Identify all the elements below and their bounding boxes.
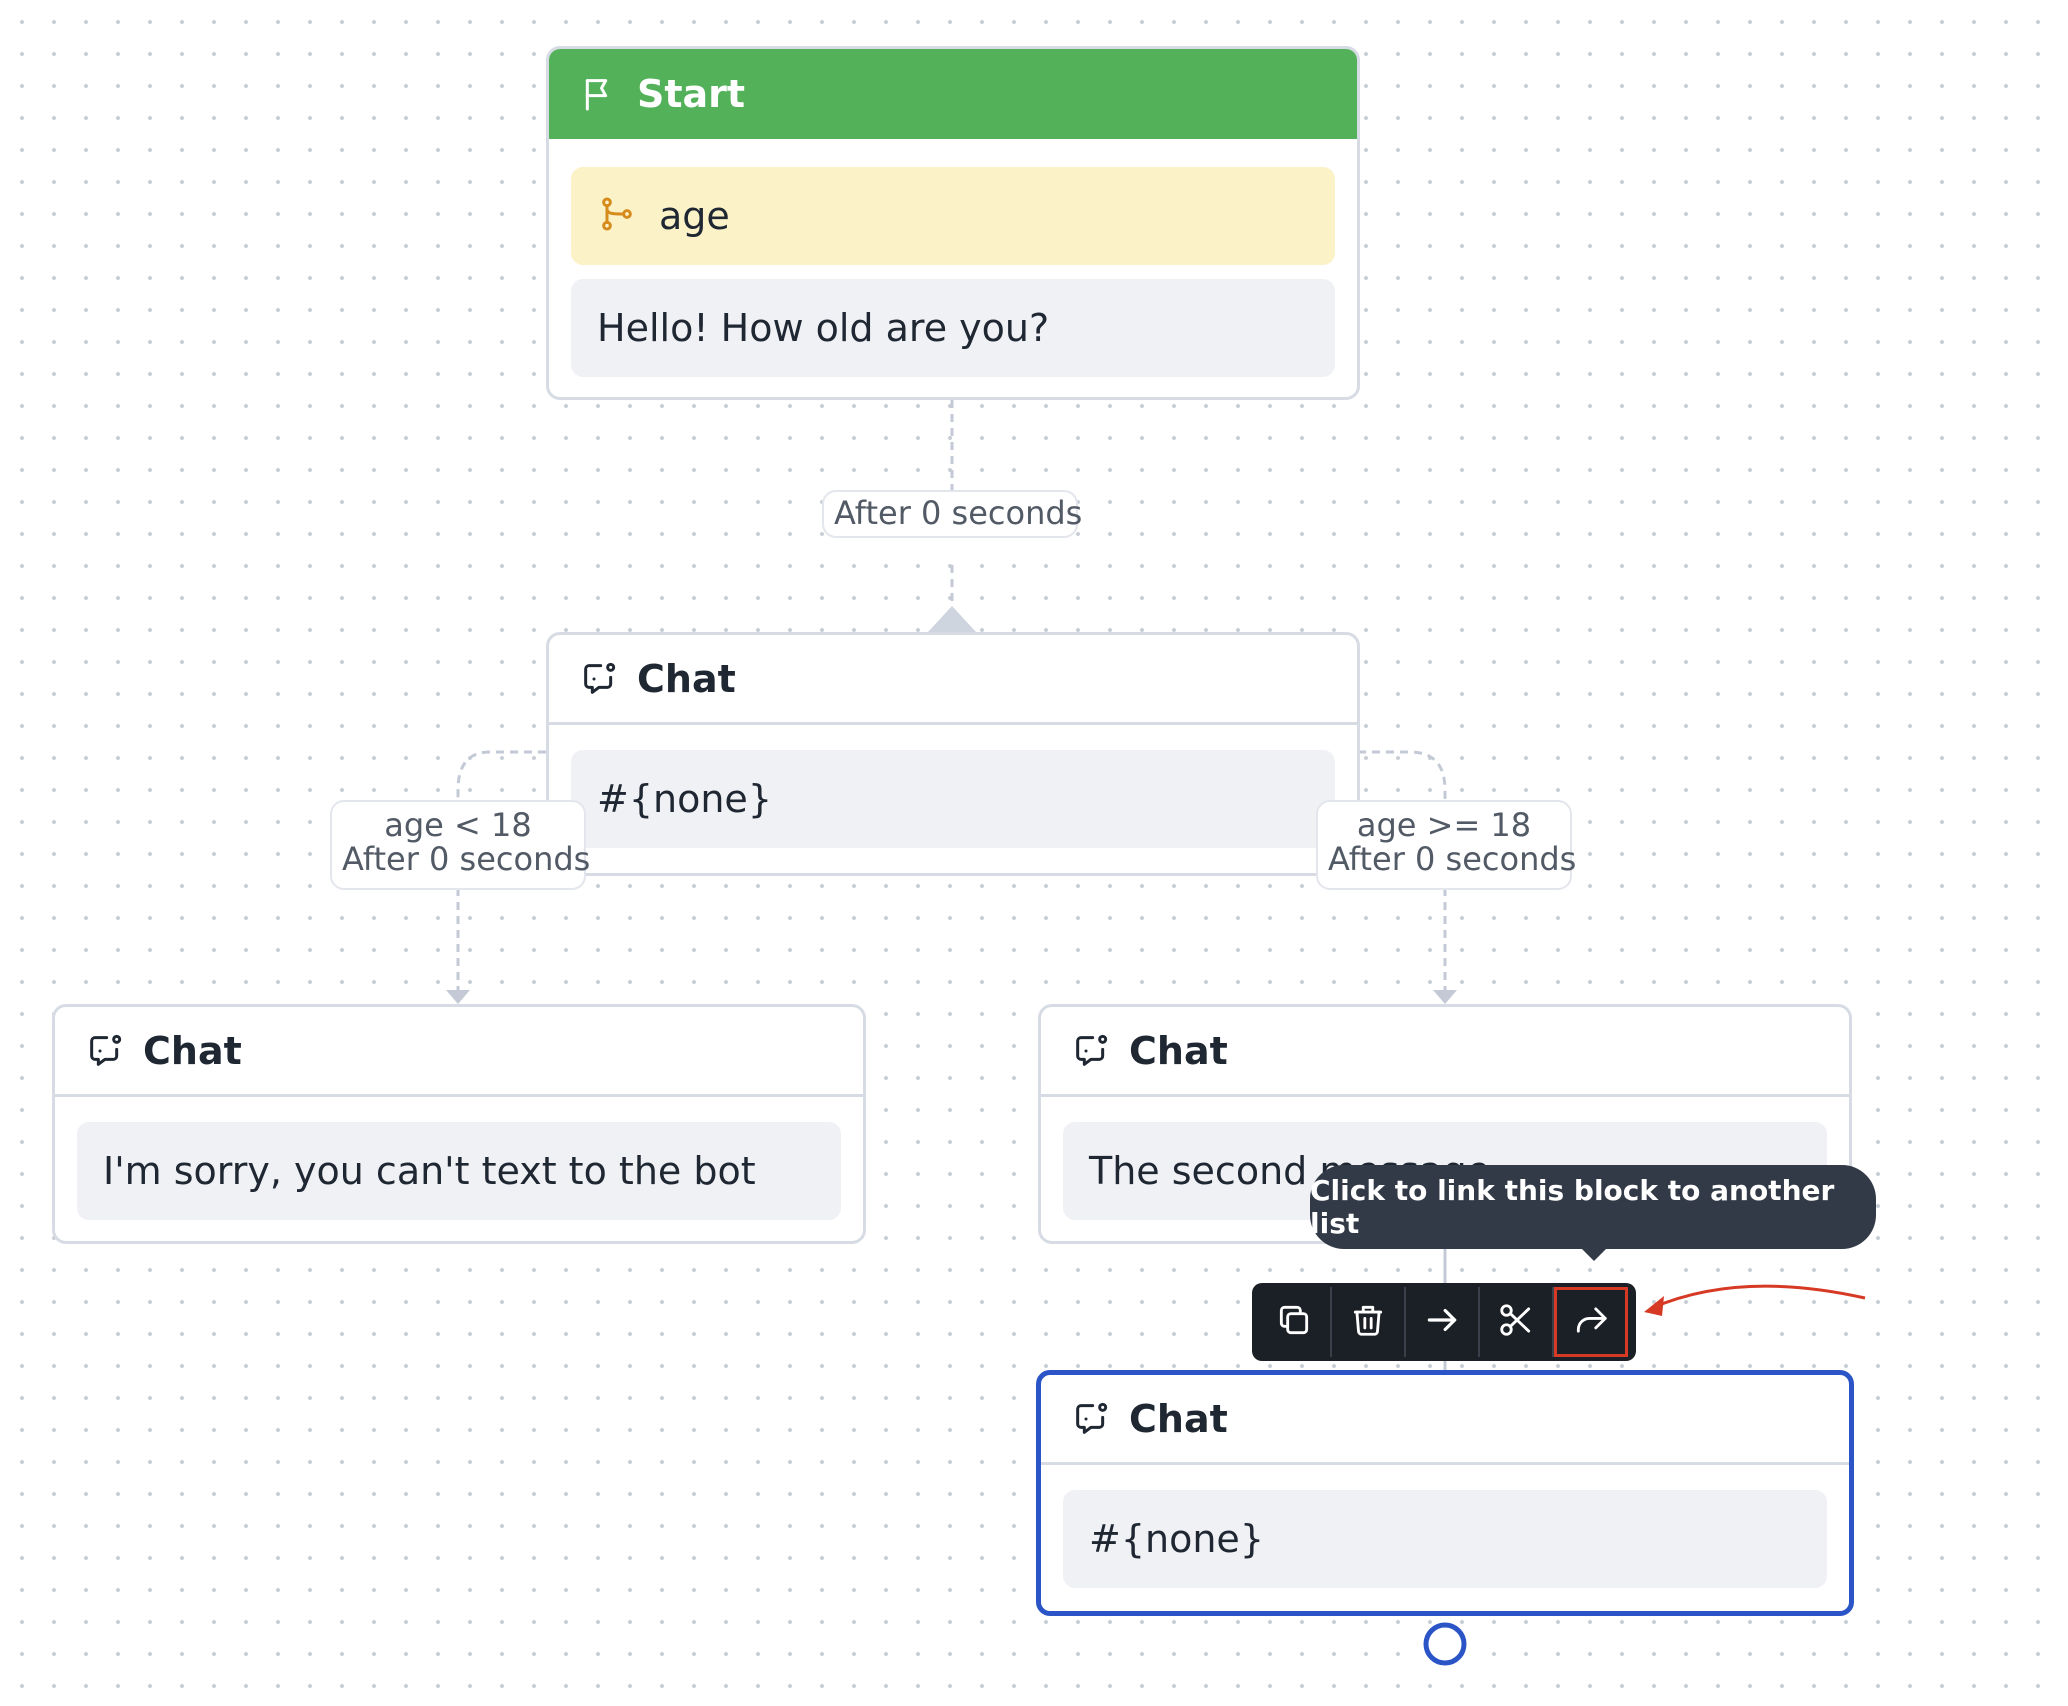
copy-icon (1275, 1301, 1313, 1343)
chat-bubble-icon (1069, 1029, 1113, 1073)
scissors-icon (1497, 1301, 1535, 1343)
chat-bubble-icon (83, 1029, 127, 1073)
chat-block-selected[interactable]: Chat #{none} (1036, 1370, 1854, 1616)
message-text: Hello! How old are you? (597, 306, 1050, 350)
start-block-title: Start (637, 72, 746, 116)
message-item[interactable]: #{none} (571, 750, 1335, 848)
link-tooltip: Click to link this block to another list (1310, 1165, 1876, 1249)
trash-icon (1349, 1301, 1387, 1343)
link-to-list-button[interactable] (1554, 1287, 1628, 1357)
tooltip-tail (1580, 1247, 1608, 1261)
chat-block-title: Chat (1129, 1396, 1228, 1441)
start-block-header: Start (549, 49, 1357, 139)
chat-block-title: Chat (143, 1028, 242, 1073)
flag-icon (577, 72, 621, 116)
message-item[interactable]: I'm sorry, you can't text to the bot (77, 1122, 841, 1220)
cut-button[interactable] (1480, 1287, 1554, 1357)
condition-item[interactable]: age (571, 167, 1335, 265)
move-button[interactable] (1406, 1287, 1480, 1357)
edge-condition-text: age < 18 (384, 806, 532, 844)
edge-delay-text: After 0 seconds (342, 840, 591, 878)
chat-block-center[interactable]: Chat #{none} (546, 632, 1360, 876)
chat-bubble-icon (1069, 1397, 1113, 1441)
arrowhead-left (446, 990, 470, 1004)
branch-icon (597, 194, 641, 238)
chat-block-header: Chat (549, 635, 1357, 725)
block-toolbar (1252, 1283, 1636, 1361)
arrowhead-right (1433, 990, 1457, 1004)
edge-label-delay[interactable]: After 0 seconds (822, 490, 1082, 538)
start-block[interactable]: Start age Hello! How old are you? (546, 46, 1360, 400)
message-text: #{none} (1089, 1517, 1264, 1561)
edge-label-right[interactable]: age >= 18 After 0 seconds (1316, 800, 1577, 890)
arrow-right-icon (1423, 1301, 1461, 1343)
chat-block-title: Chat (1129, 1028, 1228, 1073)
chat-bubble-icon (577, 657, 621, 701)
chat-block-title: Chat (637, 656, 736, 701)
condition-text: age (659, 194, 730, 238)
output-port[interactable] (1423, 1622, 1467, 1666)
message-text: #{none} (597, 777, 772, 821)
chat-block-left[interactable]: Chat I'm sorry, you can't text to the bo… (52, 1004, 866, 1244)
tooltip-text: Click to link this block to another list (1310, 1174, 1835, 1240)
message-text: I'm sorry, you can't text to the bot (103, 1149, 756, 1193)
delete-button[interactable] (1332, 1287, 1406, 1357)
chat-block-header: Chat (1041, 1375, 1849, 1465)
chat-block-header: Chat (55, 1007, 863, 1097)
edge-delay-text: After 0 seconds (1328, 840, 1577, 878)
connector-left-branch-top (456, 750, 546, 808)
message-item[interactable]: #{none} (1063, 1490, 1827, 1588)
copy-button[interactable] (1258, 1287, 1332, 1357)
share-forward-icon (1572, 1301, 1610, 1343)
message-item[interactable]: Hello! How old are you? (571, 279, 1335, 377)
edge-condition-text: age >= 18 (1356, 806, 1532, 844)
chat-block-header: Chat (1041, 1007, 1849, 1097)
edge-label-left[interactable]: age < 18 After 0 seconds (330, 800, 591, 890)
